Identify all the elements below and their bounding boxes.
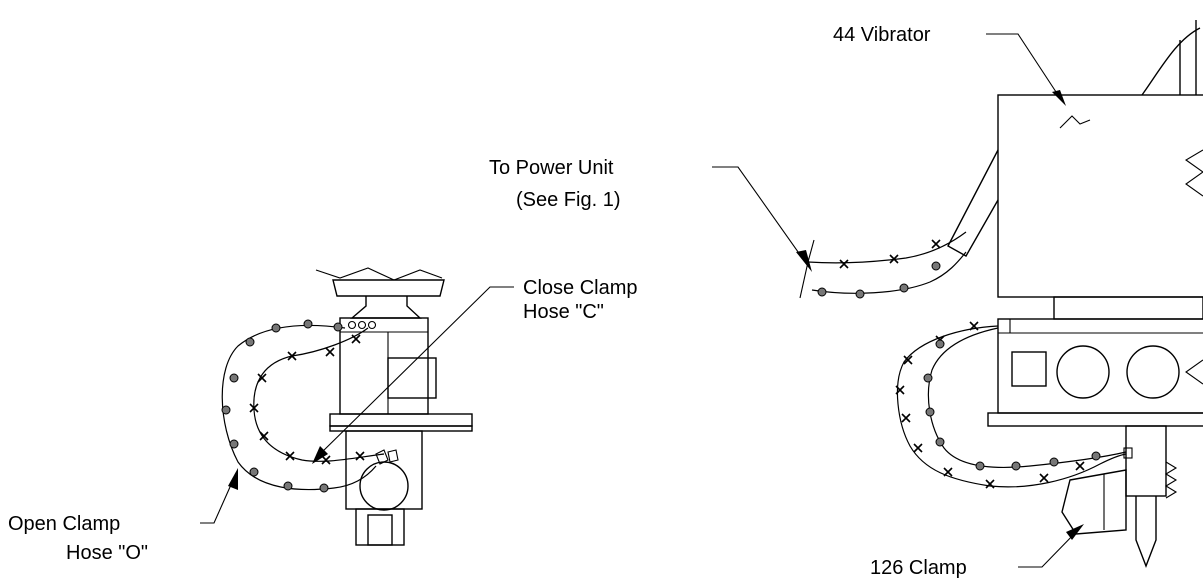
round-port xyxy=(1126,345,1180,399)
clamp-serration xyxy=(1164,461,1178,499)
side-block xyxy=(387,357,437,399)
foot-slot xyxy=(367,514,393,546)
angled-strut xyxy=(947,149,999,257)
left-close-hose xyxy=(249,327,385,465)
fitting xyxy=(357,320,367,330)
right-upper-open-hose xyxy=(811,251,967,299)
break-line xyxy=(315,267,443,281)
column xyxy=(1053,296,1203,320)
left-clamp-assembly xyxy=(315,267,473,546)
coupling xyxy=(375,449,389,465)
flange xyxy=(329,413,473,427)
frame-curve xyxy=(1141,27,1201,96)
top-cap xyxy=(332,279,445,297)
break-mark xyxy=(1185,359,1203,385)
label-clamp: 126 Clamp xyxy=(870,557,967,579)
fitting xyxy=(367,320,377,330)
label-power-unit-line2: (See Fig. 1) xyxy=(516,189,620,211)
lower-body xyxy=(345,430,423,510)
open-hose-markers xyxy=(221,319,343,493)
leader-open-clamp xyxy=(200,468,238,524)
leader-close-clamp xyxy=(312,286,514,464)
clamp-port xyxy=(359,461,409,511)
flange xyxy=(987,412,1203,427)
square-port xyxy=(1011,351,1047,387)
cut-end xyxy=(799,239,815,299)
clamp-cylinder xyxy=(1061,469,1127,535)
close-hose-markers xyxy=(249,334,365,465)
label-close-clamp-line1: Close Clamp xyxy=(523,277,637,299)
vibrator-housing xyxy=(997,94,1203,298)
vibrator-mark xyxy=(1059,115,1091,129)
right-upper-close-hose xyxy=(807,231,967,269)
left-open-hose xyxy=(221,319,377,493)
right-vibrator-assembly xyxy=(799,20,1203,568)
label-vibrator: 44 Vibrator xyxy=(833,24,931,46)
label-power-unit-line1: To Power Unit xyxy=(489,157,614,179)
leader-power-unit xyxy=(712,166,812,272)
round-port xyxy=(1056,345,1110,399)
leader-clamp xyxy=(1018,524,1084,568)
flange-lip xyxy=(329,425,473,432)
right-lower-open-hose xyxy=(923,327,1127,471)
right-lower-close-hose xyxy=(895,321,1127,489)
clamp-jaw xyxy=(1135,496,1157,568)
leader-vibrator xyxy=(986,33,1066,106)
coupling xyxy=(387,449,399,463)
neck xyxy=(350,296,422,319)
fitting xyxy=(347,320,357,330)
hose-fitting xyxy=(1123,447,1133,459)
label-open-clamp-line2: Hose "O" xyxy=(66,542,148,564)
label-open-clamp-line1: Open Clamp xyxy=(8,513,120,535)
label-close-clamp-line2: Hose "C" xyxy=(523,301,604,323)
clamp-body xyxy=(1125,425,1167,497)
break-mark xyxy=(1184,149,1203,197)
